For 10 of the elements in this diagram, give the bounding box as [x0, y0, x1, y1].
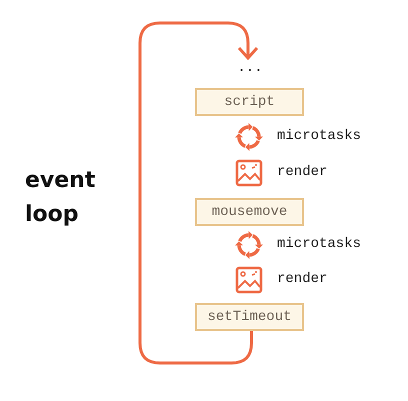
step-label: render	[277, 164, 328, 180]
step-label: microtasks	[277, 236, 362, 252]
step-label: microtasks	[277, 128, 362, 144]
ellipsis-text: ...	[225, 60, 275, 80]
task-box: setTimeout	[195, 303, 304, 331]
heading-text: event loop	[25, 167, 96, 229]
task-box: mousemove	[195, 198, 304, 226]
task-box: script	[195, 88, 304, 116]
loop-arrow	[138, 22, 258, 364]
step-label: render	[277, 271, 328, 287]
